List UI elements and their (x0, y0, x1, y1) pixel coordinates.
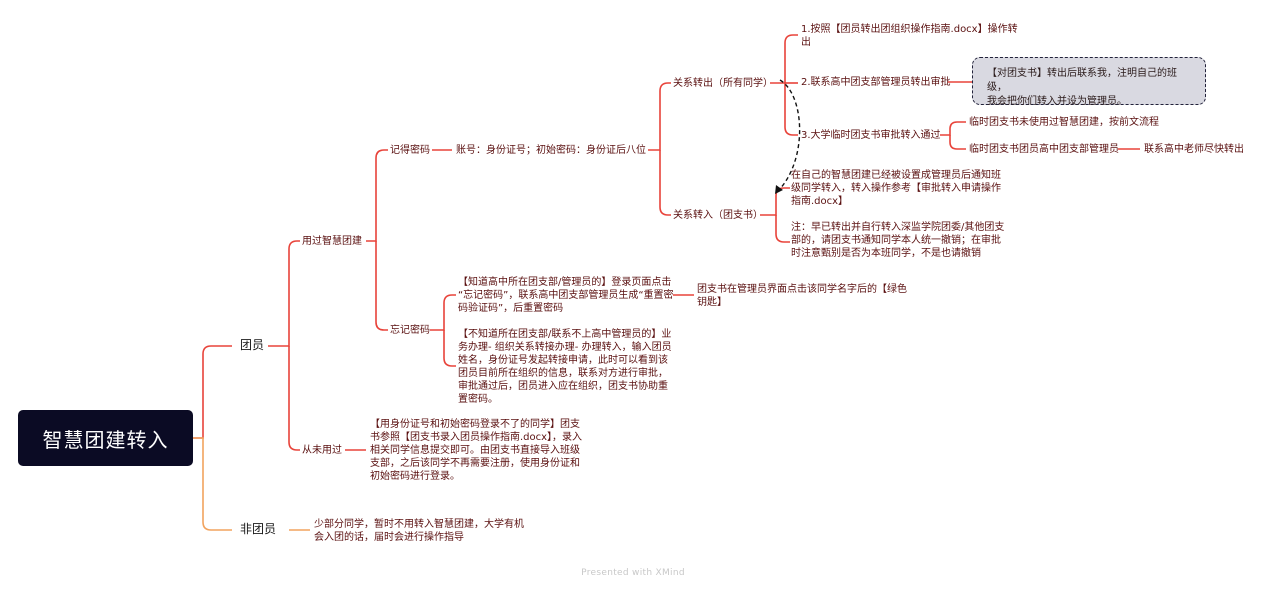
topic-account-info[interactable]: 账号：身份证号；初始密码：身份证后八位 (456, 145, 646, 156)
link-root-member (193, 345, 232, 439)
note-line1: 【对团支书】转出后联系我，注明自己的班级， (987, 68, 1177, 93)
topic-forgot-unknown[interactable]: 【不知道所在团支部/联系不上高中管理员的】业 务办理- 组织关系转接办理- 办理… (458, 328, 672, 406)
root-title: 智慧团建转入 (42, 427, 169, 452)
relation-arrow (777, 79, 801, 192)
never-desc-line3: 相关同学信息提交即可。由团支书直接导入班级 (370, 445, 580, 456)
topic-forgot-known[interactable]: 【知道高中所在团支部/管理员的】登录页面点击 “忘记密码”，联系高中团支部管理员… (458, 276, 674, 315)
forgot-unknown-line2: 务办理- 组织关系转接办理- 办理转入，输入团员 (458, 342, 672, 353)
forgot-known-line1: 【知道高中所在团支部/管理员的】登录页面点击 (458, 277, 672, 288)
topic-out-step1[interactable]: 1.按照【团员转出团组织操作指南.docx】操作转 出 (801, 23, 1018, 49)
topic-used[interactable]: 用过智慧团建 (302, 236, 362, 247)
known-child-line1: 团支书在管理员界面点击该同学名字后的【绿色 (697, 284, 907, 295)
non-member-desc-line2: 会入团的话，届时会进行操作指导 (314, 532, 464, 543)
in-desc-line2: 级同学转入，转入操作参考【审批转入申请操作 (791, 183, 1001, 194)
link-forgot-unknown (443, 330, 456, 367)
out-step1-line1: 1.按照【团员转出团组织操作指南.docx】操作转 (801, 24, 1018, 35)
link-out-step1 (770, 34, 798, 84)
topic-non-member[interactable]: 非团员 (240, 522, 277, 536)
link-root-nonmember (193, 437, 232, 531)
in-desc-line4: 注：早已转出并自行转入深监学院团委/其他团支 (791, 222, 1005, 233)
in-desc-line6: 时注意甄别是否为本班同学，不是也请撤销 (791, 248, 981, 259)
topic-transfer-in[interactable]: 关系转入（团支书） (673, 210, 763, 221)
forgot-unknown-line4: 团员目前所在组织的信息，联系对方进行审批， (458, 368, 668, 379)
topic-transfer-in-desc[interactable]: 在自己的智慧团建已经被设置成管理员后通知班 级同学转入，转入操作参考【审批转入申… (791, 169, 1004, 260)
forgot-known-line2: “忘记密码”，联系高中团支部管理员生成“重置密 (458, 290, 674, 301)
callout-note[interactable]: 【对团支书】转出后联系我，注明自己的班级， 我会把你们转入并设为管理员。 (972, 57, 1206, 107)
link-used-forgot (375, 241, 388, 331)
link-member-never (288, 346, 300, 451)
in-desc-line3: 指南.docx】 (791, 196, 849, 207)
topic-step3-sub2[interactable]: 临时团支书团员高中团支部管理员 (969, 144, 1119, 155)
in-desc-spacer (791, 208, 1004, 221)
note-line2: 我会把你们转入并设为管理员。 (987, 96, 1127, 107)
topic-forgot[interactable]: 忘记密码 (390, 325, 430, 336)
never-desc-line4: 支部，之后该同学不再需要注册，使用身份证和 (370, 458, 580, 469)
topic-forgot-known-child[interactable]: 团支书在管理员界面点击该同学名字后的【绿色 钥匙】 (697, 283, 907, 309)
link-account-out (648, 82, 671, 151)
topic-out-step2[interactable]: 2.联系高中团支部管理员转出审批 (801, 77, 951, 88)
link-used-remember (366, 149, 388, 242)
forgot-unknown-line6: 置密码。 (458, 394, 498, 405)
footer-watermark: Presented with XMind (581, 568, 685, 578)
topic-remember[interactable]: 记得密码 (390, 145, 430, 156)
forgot-known-line3: 码验证码”，后重置密码 (458, 303, 564, 314)
topic-out-step3[interactable]: 3.大学临时团支书审批转入通过 (801, 130, 941, 141)
known-child-line2: 钥匙】 (697, 297, 727, 308)
topic-never-desc[interactable]: 【用身份证号和初始密码登录不了的同学】团支 书参照【团支书录入团员操作指南.do… (370, 418, 582, 483)
never-desc-line2: 书参照【团支书录入团员操作指南.docx】，录入 (370, 432, 583, 443)
topic-step3-sub2-child[interactable]: 联系高中老师尽快转出 (1144, 144, 1244, 155)
topic-transfer-out[interactable]: 关系转出（所有同学） (673, 78, 773, 89)
link-account-in (659, 150, 671, 216)
link-member-used (268, 240, 300, 347)
topic-never[interactable]: 从未用过 (302, 445, 342, 456)
never-desc-line5: 初始密码进行登录。 (370, 471, 460, 482)
topic-non-member-desc[interactable]: 少部分同学，暂时不用转入智慧团建，大学有机 会入团的话，届时会进行操作指导 (314, 518, 524, 544)
relation-arrowhead (775, 185, 783, 194)
never-desc-line1: 【用身份证号和初始密码登录不了的同学】团支 (370, 419, 580, 430)
link-out-step3 (784, 83, 798, 136)
non-member-desc-line1: 少部分同学，暂时不用转入智慧团建，大学有机 (314, 519, 524, 530)
link-in-desc2 (775, 215, 790, 243)
forgot-unknown-line1: 【不知道所在团支部/联系不上高中管理员的】业 (458, 329, 672, 340)
link-in-desc1 (760, 187, 790, 216)
link-forgot-known (430, 294, 456, 331)
in-desc-line1: 在自己的智慧团建已经被设置成管理员后通知班 (791, 170, 1001, 181)
topic-step3-sub1[interactable]: 临时团支书未使用过智慧团建，按前文流程 (969, 117, 1159, 128)
forgot-unknown-line5: 审批通过后，团员进入应在组织，团支书协助重 (458, 381, 668, 392)
out-step1-line2: 出 (801, 37, 811, 48)
topic-member[interactable]: 团员 (240, 338, 265, 352)
link-step3-sub2 (949, 135, 966, 150)
forgot-unknown-line3: 姓名，身份证号发起转接申请，此时可以看到该 (458, 355, 668, 366)
link-step3-sub1 (940, 121, 966, 136)
root-topic[interactable]: 智慧团建转入 (18, 410, 193, 466)
in-desc-line5: 部的，请团支书通知同学本人统一撤销；在审批 (791, 235, 1001, 246)
